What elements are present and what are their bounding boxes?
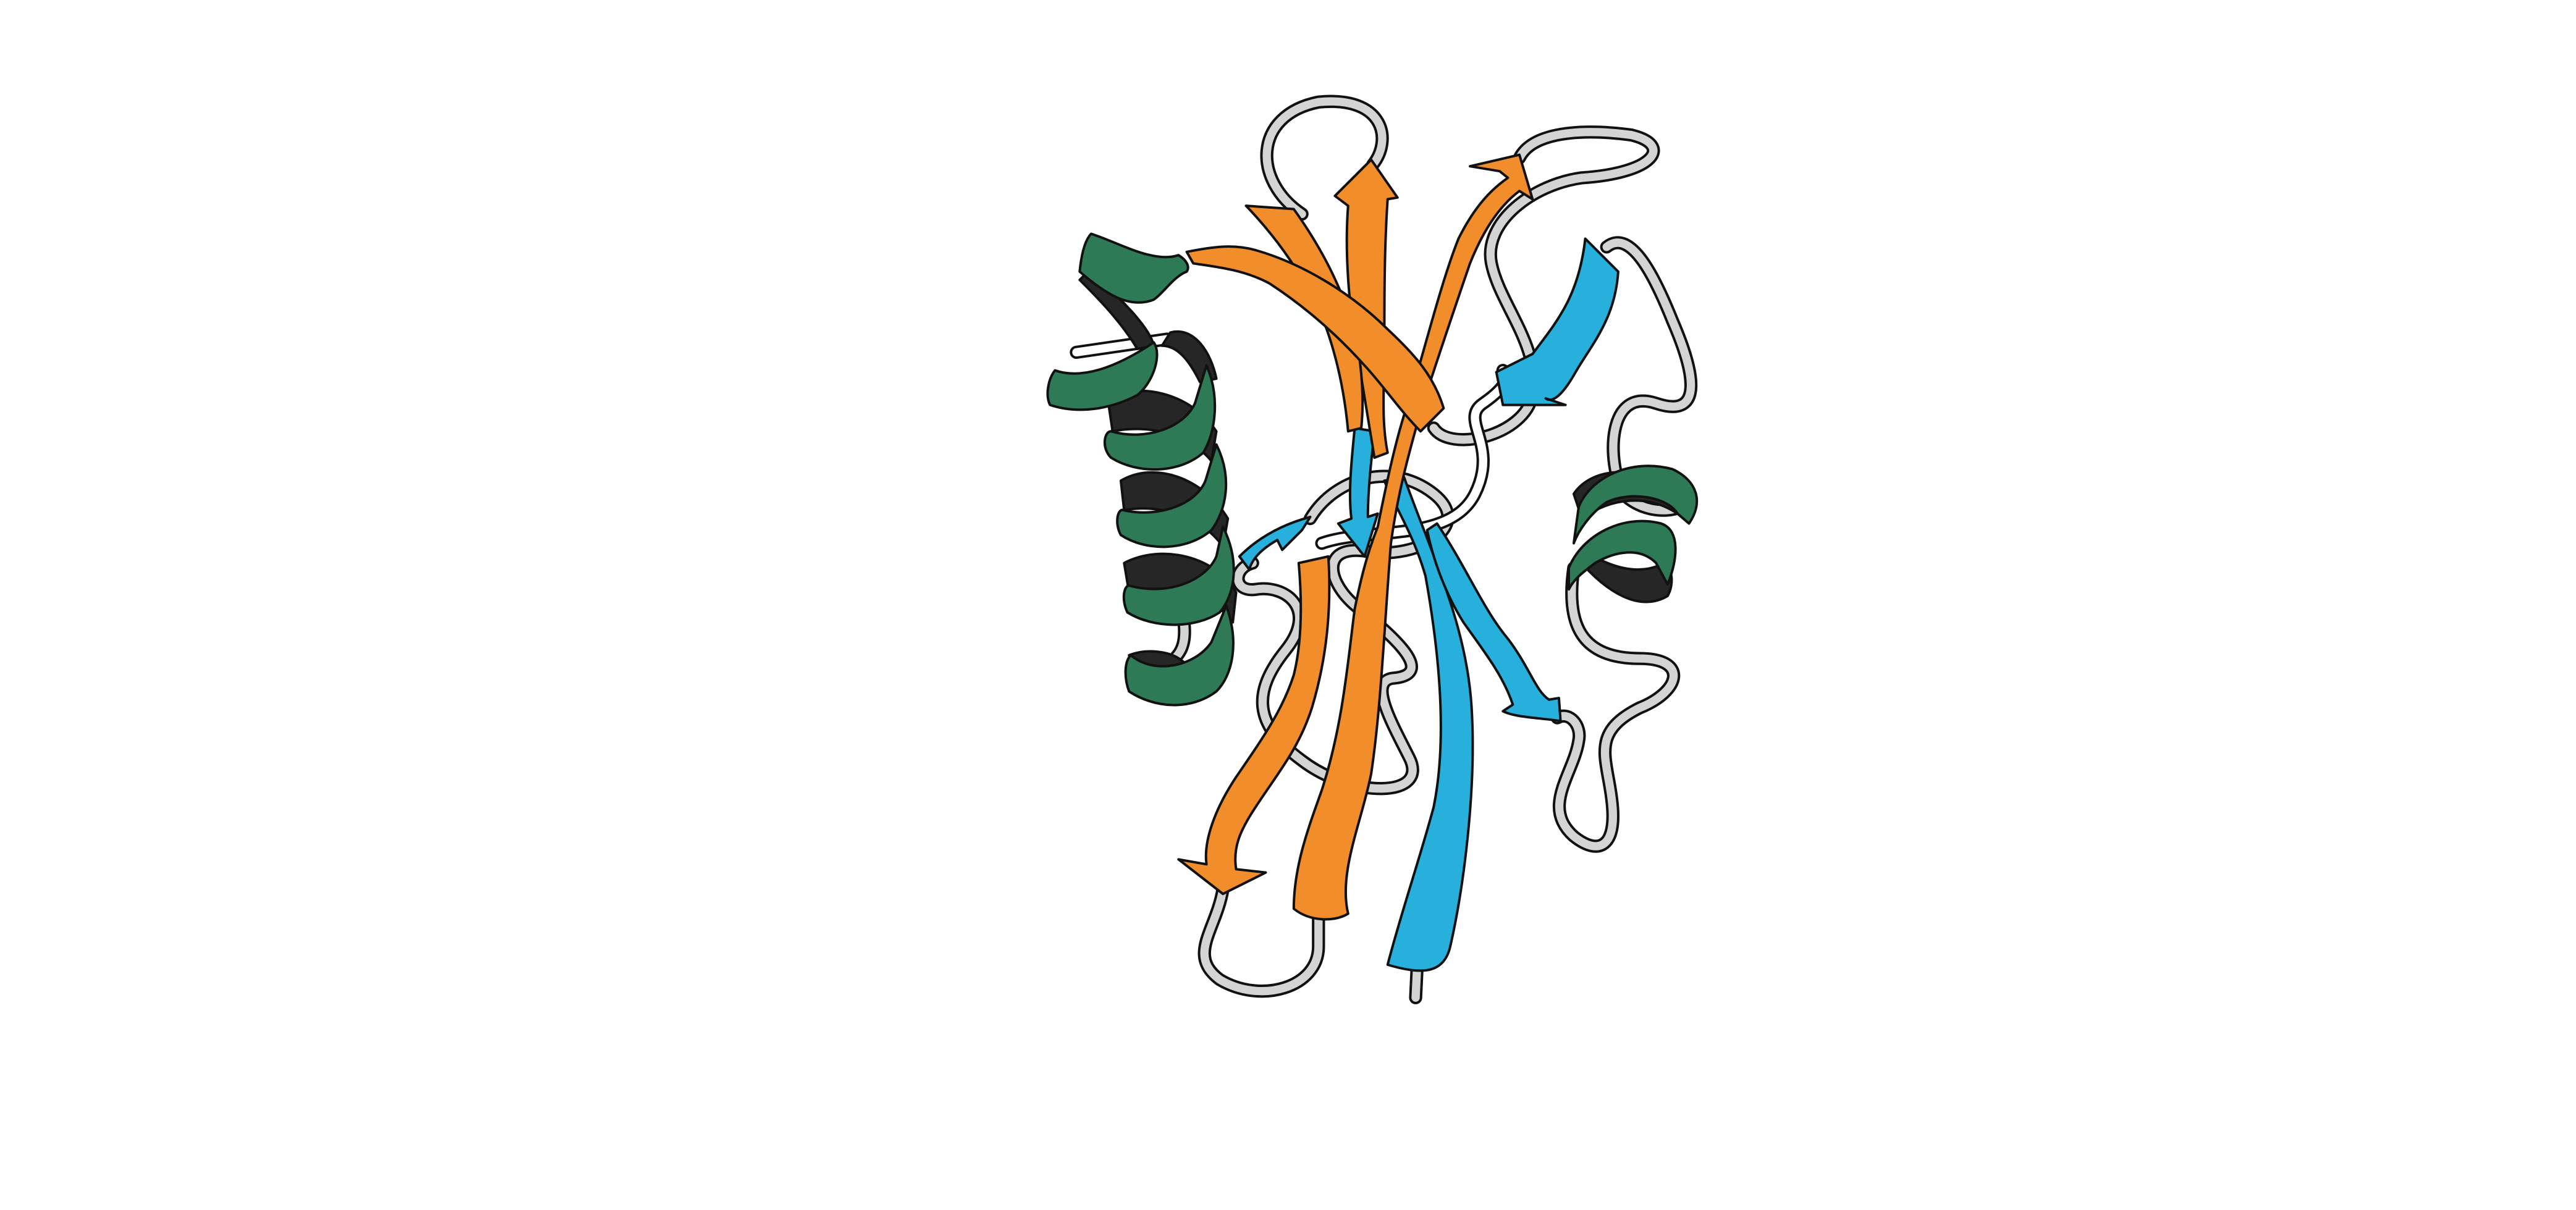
helix-left-front-6 — [1124, 604, 1235, 707]
helix-left — [1046, 232, 1238, 707]
helix-right-back-2 — [1577, 550, 1673, 603]
orange-strands — [1177, 153, 1534, 921]
blue-strands — [1238, 237, 1620, 972]
helix-right-front-2 — [1567, 519, 1677, 591]
orange-strand-cross — [1185, 245, 1445, 433]
blue-strand-upper-right — [1495, 237, 1620, 406]
blue-strand-small-left — [1238, 515, 1312, 571]
helix-right — [1567, 464, 1699, 603]
helix-left-front-4 — [1116, 443, 1228, 548]
helix-left-front-2 — [1046, 341, 1159, 411]
blue-strand-center — [1337, 426, 1379, 558]
helix-left-front-5 — [1122, 525, 1235, 626]
blue-strand-arrow-right — [1425, 522, 1562, 723]
blue-strand-long — [1383, 476, 1474, 972]
helix-left-back-2 — [1160, 330, 1218, 384]
helix-left-front-3 — [1103, 364, 1217, 471]
helix-left-front-1 — [1078, 232, 1189, 304]
helix-right-front-1 — [1572, 464, 1699, 545]
orange-strand-arrow-down — [1177, 555, 1331, 896]
orange-strand-long-right — [1292, 153, 1534, 921]
